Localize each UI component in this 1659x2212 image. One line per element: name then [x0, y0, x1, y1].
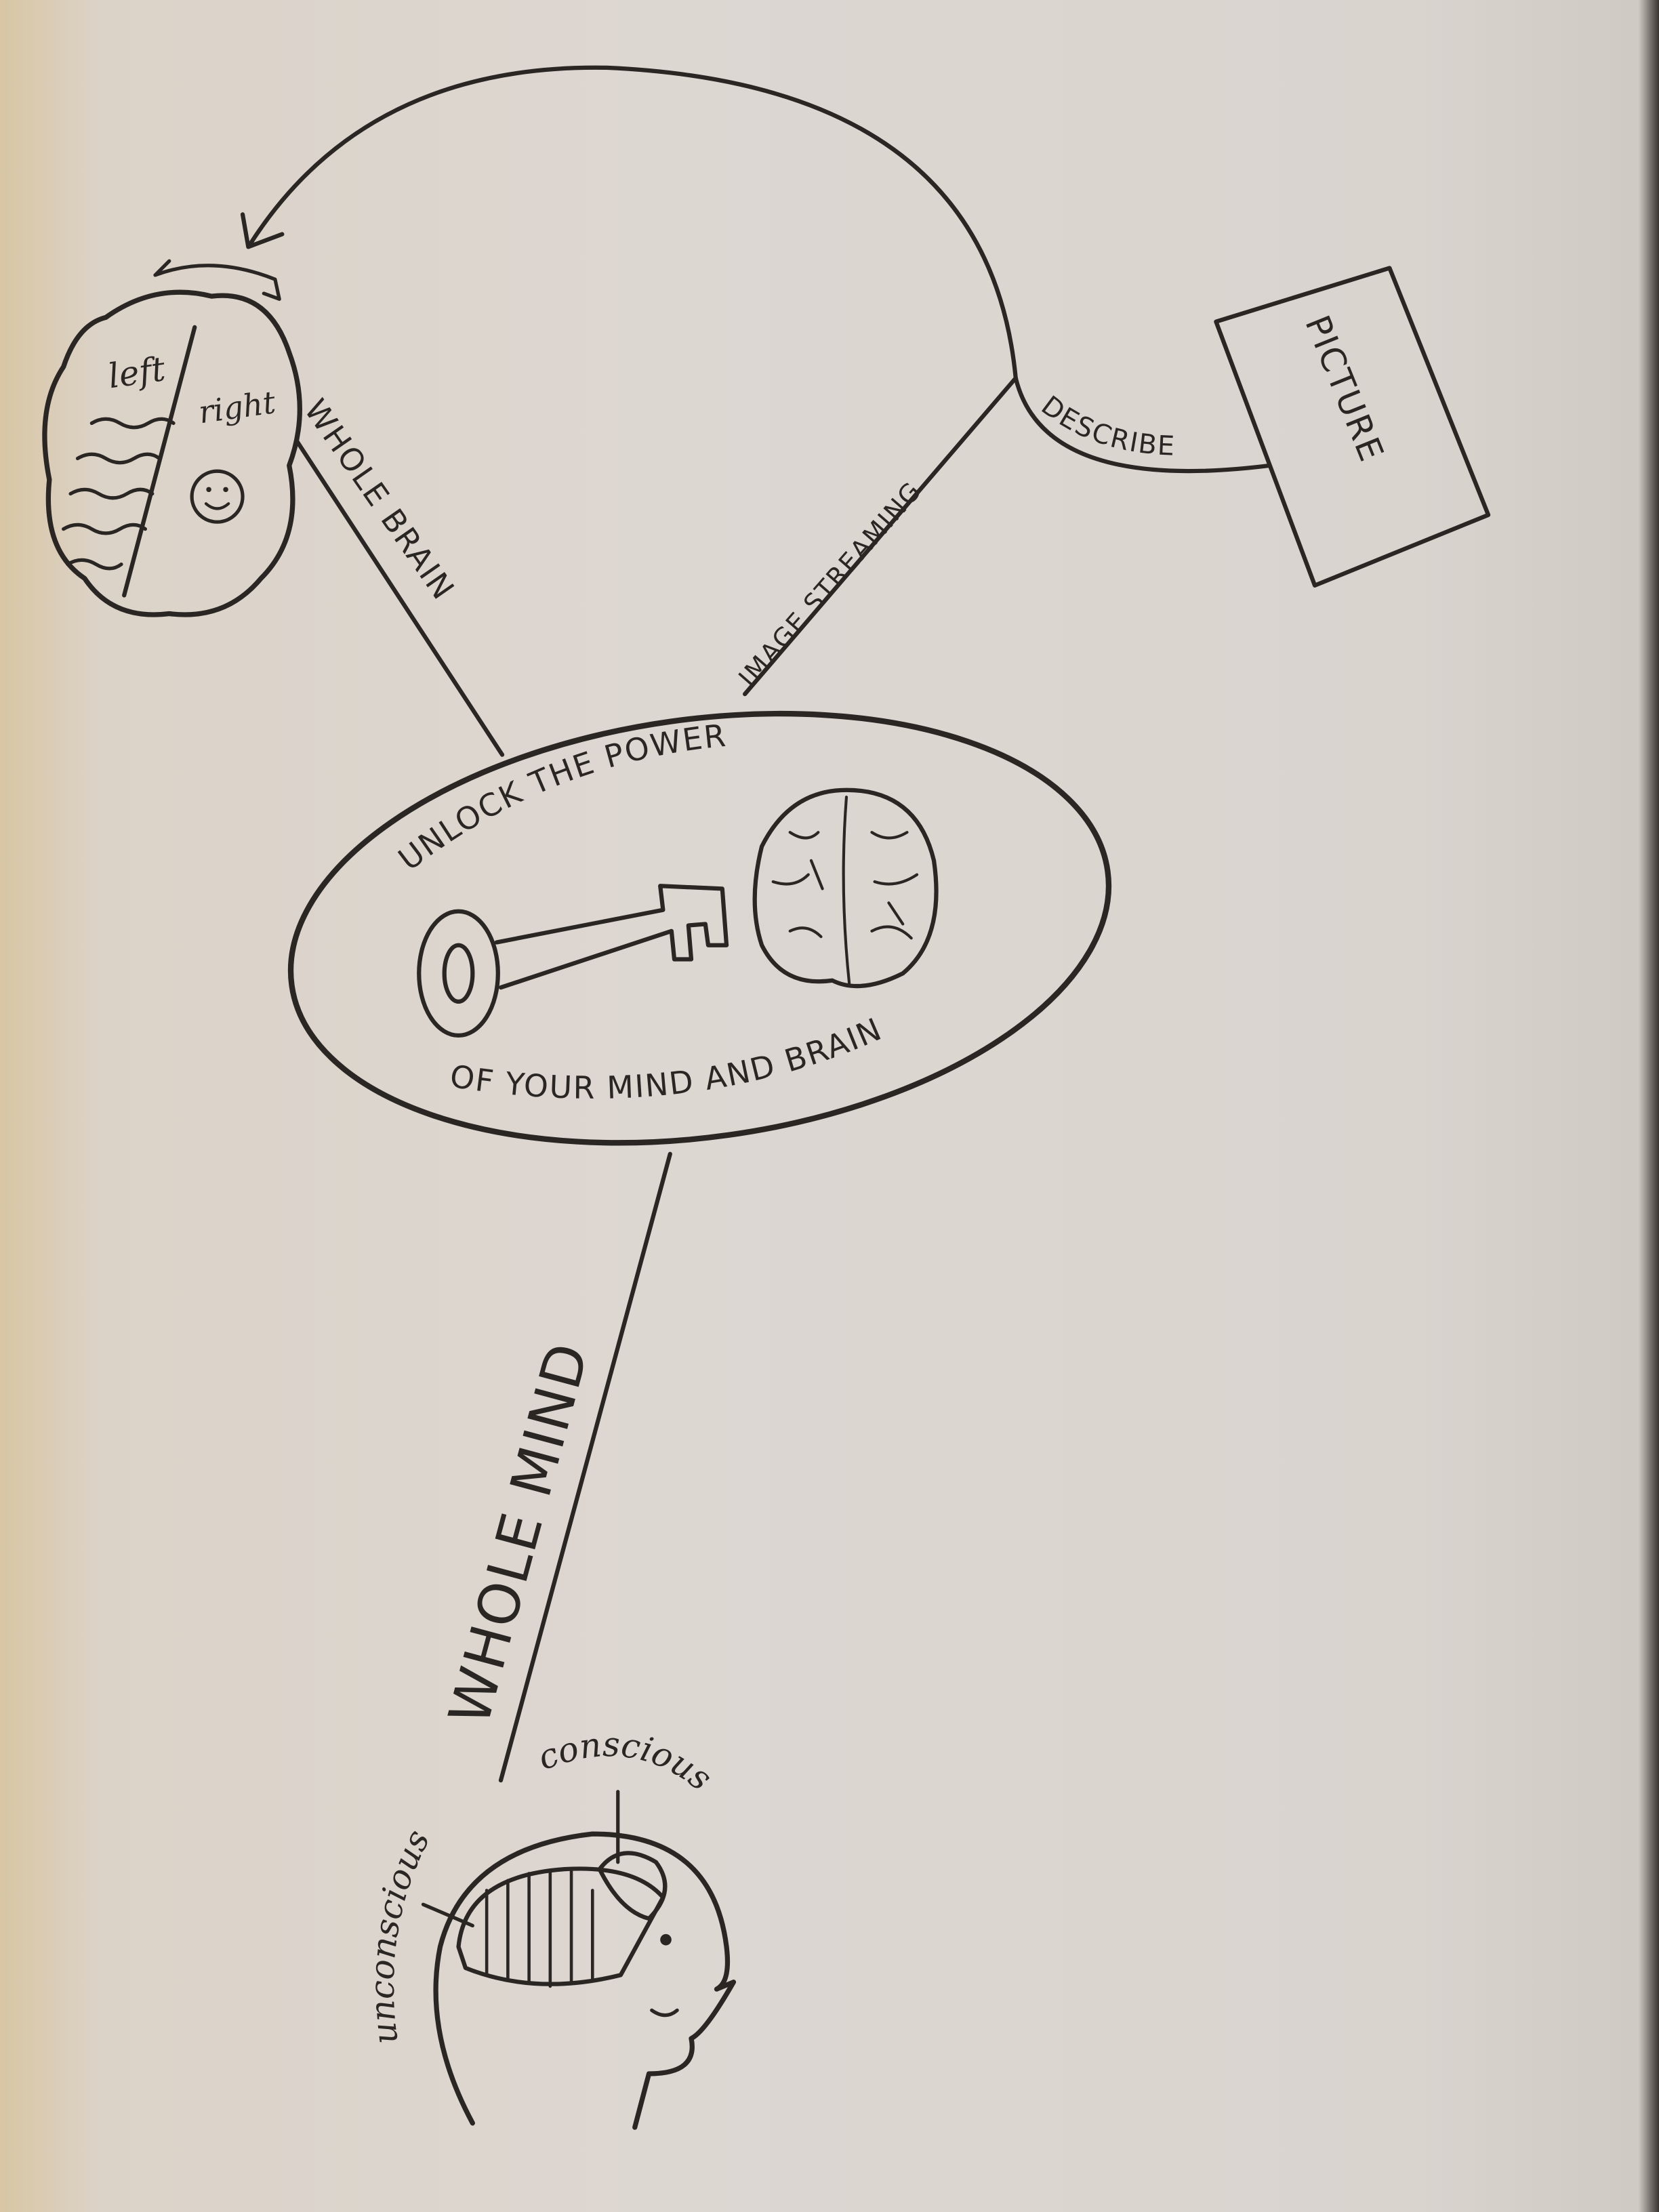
- hemispheres-brain-icon: left right: [42, 259, 302, 617]
- smiley-icon: [190, 469, 245, 524]
- head-icon: unconscious conscious: [363, 1725, 737, 2130]
- return-arrow: [240, 65, 1018, 380]
- branch-whole-mind-line: [498, 1151, 672, 1783]
- central-node: UNLOCK THE POWER OF YOUR MIND AND BRAIN: [287, 710, 1112, 1146]
- central-bottom-text: OF YOUR MIND AND BRAIN: [447, 1010, 887, 1106]
- page-edge: [1639, 0, 1659, 2212]
- brain-icon: [752, 787, 939, 989]
- picture-label: PICTURE: [1297, 310, 1391, 468]
- unconscious-label: unconscious: [363, 1823, 438, 2046]
- branch-whole-mind: WHOLE MIND: [436, 1335, 602, 1732]
- right-label: right: [197, 384, 279, 430]
- conscious-label: conscious: [533, 1725, 720, 1799]
- picture-box: PICTURE: [1214, 266, 1491, 588]
- wavy-lines-icon: [62, 417, 176, 571]
- branch-describe-line: [1013, 375, 1272, 474]
- central-top-text: UNLOCK THE POWER: [392, 717, 729, 878]
- branch-describe: DESCRIBE: [1036, 390, 1176, 462]
- branch-whole-brain: WHOLE BRAIN: [298, 392, 463, 607]
- left-label: left: [106, 349, 168, 396]
- branch-image-streaming: IMAGE STREAMING: [733, 476, 928, 693]
- key-icon: [417, 884, 729, 1038]
- branch-whole-brain-line: [294, 438, 505, 757]
- branch-image-streaming-line: [742, 375, 1018, 697]
